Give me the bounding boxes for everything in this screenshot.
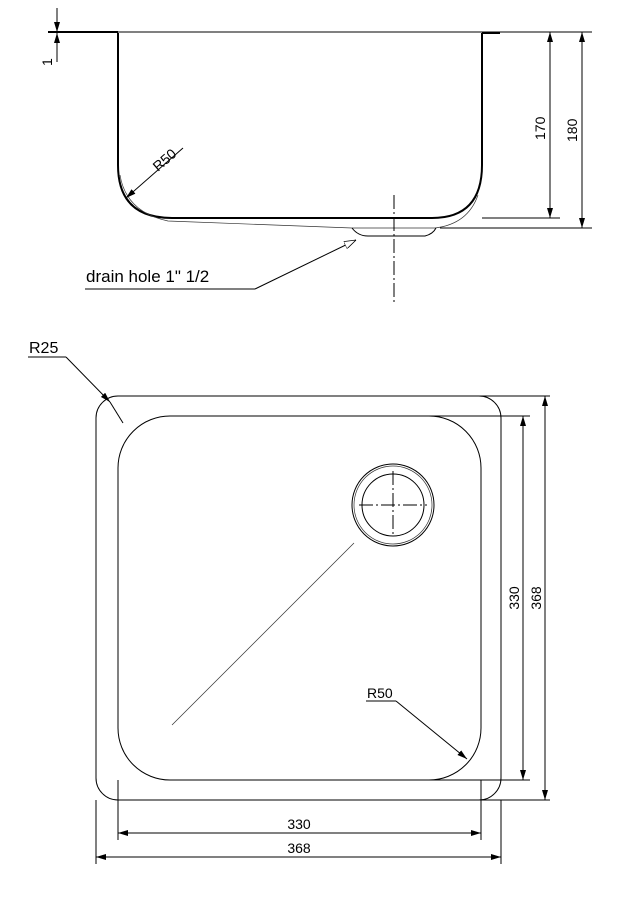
r25-leader — [65, 356, 111, 403]
outer-length-label: 368 — [528, 586, 544, 610]
side-view: 1 170 180 R50 drain hole 1" 1/2 — [39, 8, 592, 302]
inner-corner-radius-label: R50 — [367, 685, 393, 701]
outer-width-label: 368 — [287, 840, 311, 856]
bowl-profile — [117, 33, 483, 219]
inner-width-label: 330 — [287, 816, 311, 832]
slope-line — [171, 542, 355, 726]
inner-depth-label: 170 — [532, 116, 548, 140]
corner-radius-label: R50 — [149, 145, 179, 174]
inner-length-label: 330 — [506, 586, 522, 610]
outer-corner-radius-label: R25 — [29, 340, 58, 357]
drain-bump — [351, 227, 437, 237]
inner-bowl — [117, 415, 482, 781]
bowl-outer-profile — [119, 174, 479, 229]
drain-label: drain hole 1" 1/2 — [86, 267, 209, 286]
outer-rim — [95, 395, 502, 801]
drain-leader — [254, 240, 356, 290]
outer-depth-label: 180 — [564, 118, 580, 142]
flange-thickness-label: 1 — [39, 58, 55, 66]
top-view: R25 R50 330 368 330 368 — [28, 340, 550, 864]
drain-middle-ring — [353, 465, 433, 545]
r25-leader-ext — [109, 401, 124, 424]
r50-leader — [395, 700, 468, 760]
radius-leader — [125, 147, 184, 199]
drain-outer-ring — [351, 463, 435, 547]
